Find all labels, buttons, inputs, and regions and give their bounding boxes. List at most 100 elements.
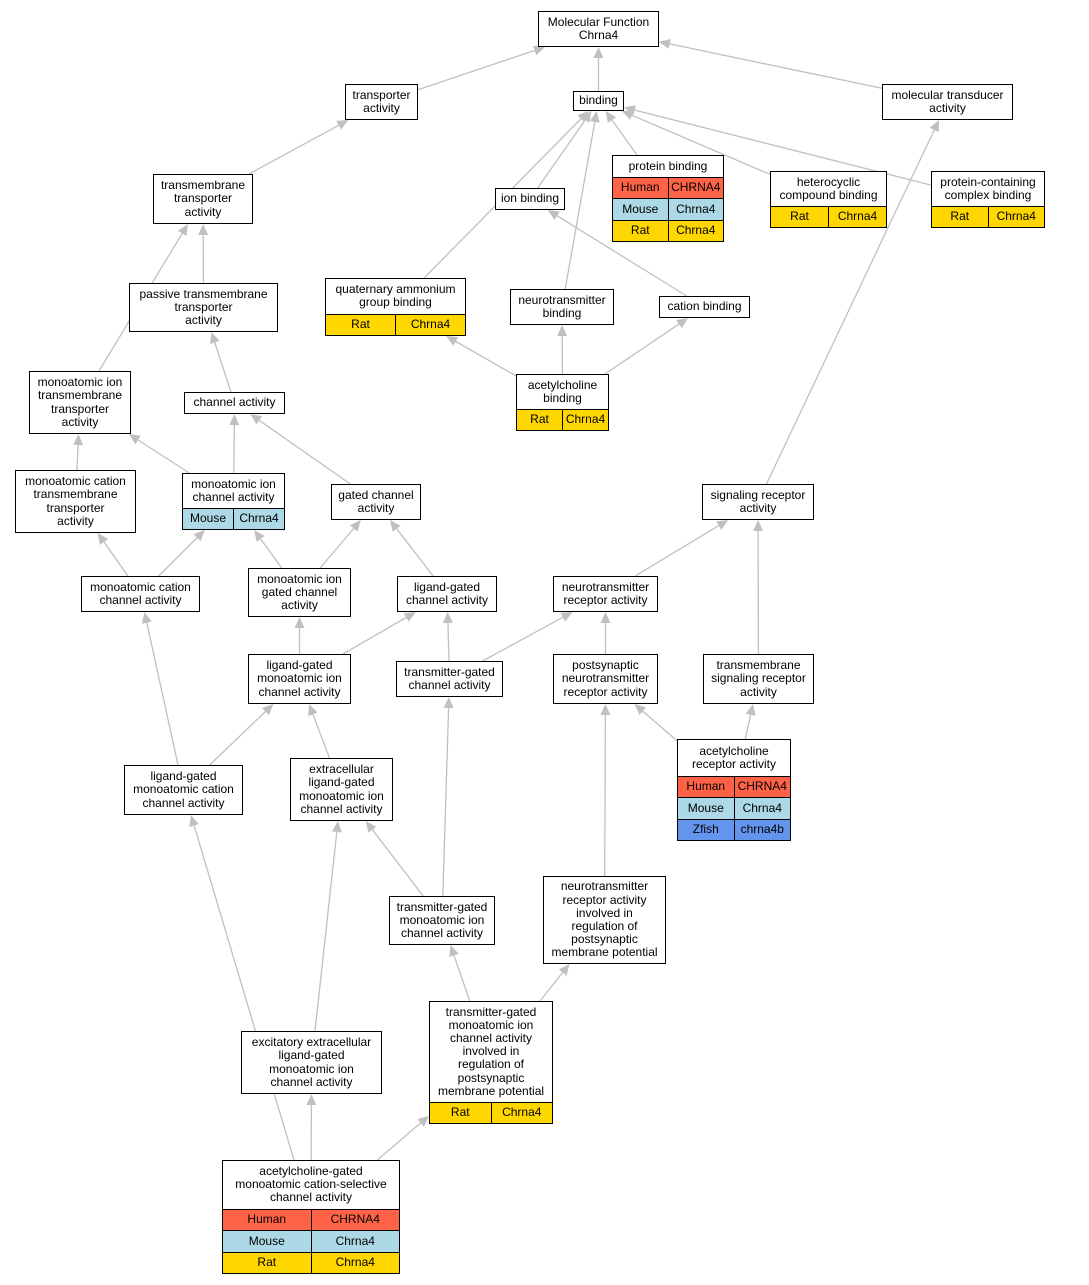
- node-lg-mono-cation[interactable]: ligand-gated monoatomic cation channel a…: [124, 765, 243, 815]
- edge-ach-binding-to-cation-binding: [604, 323, 680, 375]
- arrowhead-icon: [417, 1115, 429, 1127]
- arrowhead-icon: [446, 336, 459, 346]
- node-mono-cation-tm[interactable]: monoatomic cation transmembrane transpor…: [15, 470, 136, 533]
- arrowhead-icon: [449, 945, 459, 957]
- edge-transporter-to-mf: [417, 49, 535, 91]
- node-label: acetylcholine receptor activity: [691, 743, 777, 771]
- gene-symbol: Chrna4: [310, 1231, 400, 1252]
- edge-extra-lg-mono-ion-to-lg-mono-ion: [312, 714, 331, 759]
- node-gated-channel[interactable]: gated channel activity: [331, 484, 421, 520]
- edge-ligand-gated-to-gated-channel: [396, 528, 434, 577]
- gene-symbol: Chrna4: [562, 409, 608, 430]
- node-label: Molecular Function Chrna4: [547, 14, 650, 42]
- arrowhead-icon: [97, 533, 109, 545]
- edge-ach-receptor-to-postsyn-nt-receptor: [642, 710, 678, 742]
- gene-symbol: chrna4b: [733, 819, 791, 840]
- node-transmitter-gated[interactable]: transmitter-gated channel activity: [396, 661, 503, 697]
- arrowhead-icon: [442, 612, 453, 624]
- species-name: Rat: [257, 1255, 277, 1270]
- node-mono-ion-gated[interactable]: monoatomic ion gated channel activity: [248, 568, 351, 617]
- gene-symbol: Chrna4: [733, 798, 791, 819]
- arrowhead-icon: [443, 697, 454, 709]
- node-label: monoatomic ion gated channel activity: [257, 571, 342, 613]
- arrowhead-icon: [128, 434, 141, 445]
- arrowhead-icon: [73, 434, 84, 446]
- node-label: signaling receptor activity: [710, 487, 806, 515]
- node-nt-receptor[interactable]: neurotransmitter receptor activity: [553, 576, 658, 612]
- arrowhead-icon: [250, 414, 263, 425]
- node-excit-extra[interactable]: excitatory extracellular ligand-gated mo…: [241, 1031, 382, 1094]
- arrowhead-icon: [634, 704, 646, 715]
- arrowhead-icon: [308, 704, 318, 717]
- edge-mono-cation-channel-to-mono-cation-tm: [103, 541, 129, 577]
- node-label: neurotransmitter binding: [518, 292, 606, 320]
- node-label: ion binding: [500, 191, 560, 206]
- node-passive-tm[interactable]: passive transmembrane transporter activi…: [129, 283, 278, 332]
- arrowhead-icon: [600, 704, 611, 715]
- arrowhead-icon: [294, 617, 305, 628]
- edge-cation-binding-to-ion-binding: [556, 215, 688, 297]
- node-cation-binding[interactable]: cation binding: [659, 296, 750, 318]
- node-mono-ion-tm[interactable]: monoatomic ion transmembrane transporter…: [29, 371, 131, 434]
- species-name: Rat: [630, 223, 650, 238]
- node-nt-binding[interactable]: neurotransmitter binding: [510, 289, 614, 325]
- node-mono-cation-channel[interactable]: monoatomic cation channel activity: [81, 576, 200, 612]
- edge-lg-mono-cation-to-mono-cation-channel: [146, 622, 179, 766]
- node-label: protein-containing complex binding: [940, 174, 1036, 202]
- node-extra-lg-mono-ion[interactable]: extracellular ligand-gated monoatomic io…: [290, 758, 393, 821]
- arrowhead-icon: [533, 45, 545, 56]
- species-name: Rat: [351, 317, 370, 332]
- gene-symbol: Chrna4: [490, 1102, 553, 1123]
- node-label: ligand-gated monoatomic ion channel acti…: [257, 658, 342, 699]
- node-label: transmitter-gated monoatomic ion channel…: [437, 1004, 545, 1098]
- edge-ach-gated-to-lg-mono-cation: [193, 825, 295, 1161]
- node-tm-transporter[interactable]: transmembrane transporter activity: [153, 174, 253, 224]
- gene-symbol: CHRNA4: [310, 1209, 400, 1230]
- arrowhead-icon: [547, 210, 560, 220]
- node-mf[interactable]: Molecular Function Chrna4: [538, 11, 659, 47]
- arrowhead-icon: [600, 612, 611, 623]
- species-name: Rat: [790, 209, 809, 224]
- node-tg-mono-ion-reg[interactable]: transmitter-gated monoatomic ion channel…: [429, 1001, 553, 1124]
- edge-lg-mono-ion-to-ligand-gated: [342, 616, 407, 655]
- node-label: channel activity: [193, 395, 276, 410]
- arrowhead-icon: [189, 815, 199, 827]
- species-name: Mouse: [622, 201, 659, 216]
- node-tm-signaling[interactable]: transmembrane signaling receptor activit…: [703, 654, 814, 704]
- node-postsyn-nt-receptor[interactable]: postsynaptic neurotransmitter receptor a…: [553, 654, 658, 704]
- node-ligand-gated[interactable]: ligand-gated channel activity: [397, 576, 497, 612]
- node-label: monoatomic ion channel activity: [191, 476, 276, 504]
- node-label: acetylcholine-gated monoatomic cation-se…: [235, 1163, 387, 1205]
- gene-symbol: Chrna4: [667, 220, 724, 241]
- node-label: acetylcholine binding: [527, 377, 598, 405]
- gene-symbol: Chrna4: [828, 206, 886, 227]
- edge-transmitter-gated-to-ligand-gated: [447, 622, 450, 662]
- node-ion-binding[interactable]: ion binding: [495, 188, 565, 210]
- node-binding[interactable]: binding: [573, 91, 624, 111]
- arrowhead-icon: [621, 110, 634, 120]
- arrowhead-icon: [262, 704, 274, 716]
- node-transporter[interactable]: transporter activity: [345, 84, 418, 120]
- node-channel[interactable]: channel activity: [184, 392, 285, 414]
- node-lg-mono-ion[interactable]: ligand-gated monoatomic ion channel acti…: [248, 654, 351, 704]
- node-label: cation binding: [667, 299, 742, 314]
- arrowhead-icon: [557, 325, 568, 336]
- node-transducer[interactable]: molecular transducer activity: [882, 84, 1013, 120]
- node-tg-mono-ion[interactable]: transmitter-gated monoatomic ion channel…: [389, 896, 495, 945]
- node-nt-receptor-reg[interactable]: neurotransmitter receptor activity invol…: [543, 876, 666, 964]
- node-ach-gated[interactable]: acetylcholine-gated monoatomic cation-se…: [222, 1160, 400, 1274]
- node-signaling-receptor[interactable]: signaling receptor activity: [702, 484, 814, 520]
- species-row: Rat Chrna4: [771, 205, 886, 227]
